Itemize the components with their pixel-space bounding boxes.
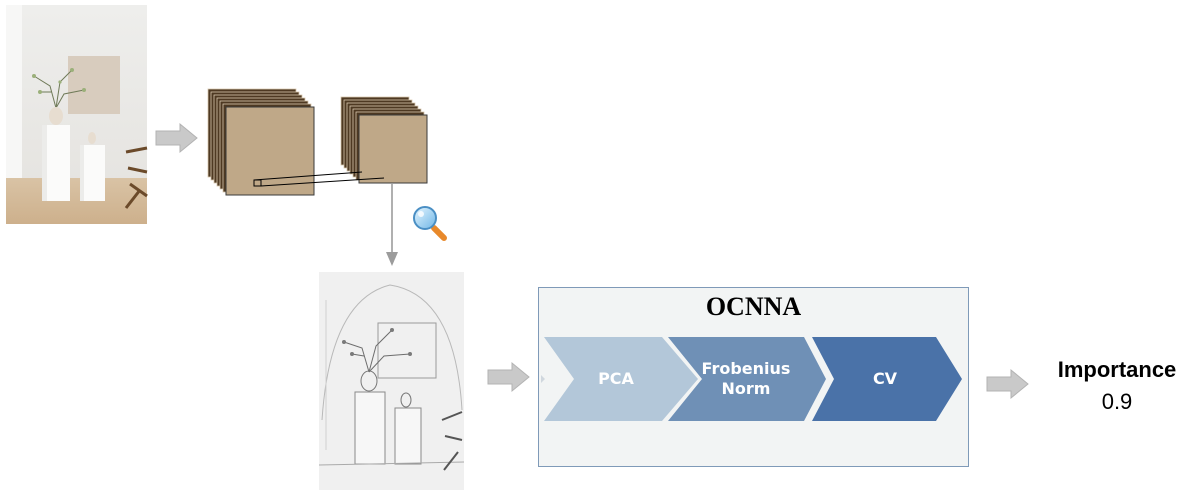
magnifier-icon: [413, 206, 447, 241]
arrow-down-head: [386, 252, 398, 266]
importance-value: 0.9: [1101, 389, 1133, 414]
arrow-to-importance: [986, 368, 1029, 400]
stage-label-cv: CV: [872, 369, 898, 388]
ocnna-stages: [541, 337, 962, 421]
stage-chevron-cv: [812, 337, 962, 421]
arrow-to-conv: [155, 122, 198, 154]
ocnna-title: OCNNA: [705, 292, 802, 321]
feature-map-front: [225, 106, 315, 196]
feature-map-front: [358, 114, 428, 184]
stage-chevron-pca: [544, 337, 698, 421]
stage-chevron-frobenius: [668, 337, 826, 421]
stage-label-frobenius: Frobenius Norm: [701, 359, 791, 398]
importance-label: Importance: [1057, 357, 1177, 382]
feature-map-stack-2: [340, 96, 428, 184]
projection-line-bottom: [260, 177, 385, 187]
projection-line-top: [253, 171, 363, 181]
stage-label-pca: PCA: [598, 369, 634, 388]
input-photo: [6, 5, 148, 224]
arrow-to-ocnna: [487, 361, 530, 393]
edge-map-image: [318, 272, 465, 490]
stage-start-marker: [541, 375, 545, 383]
